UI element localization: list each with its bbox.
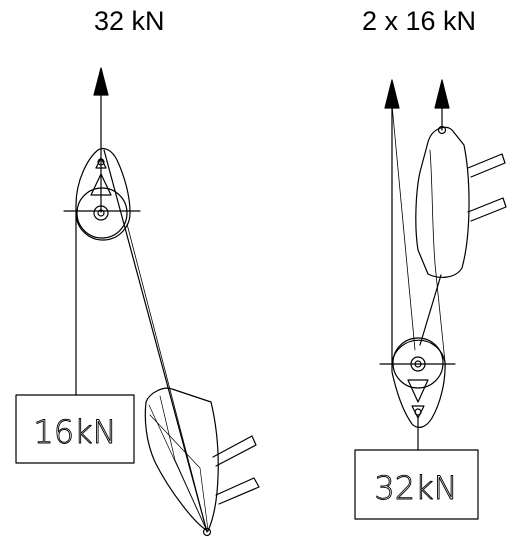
- right-pulley: [379, 337, 456, 428]
- right-load-label: 32kN: [374, 469, 457, 507]
- right-load-box: 32kN: [354, 449, 479, 520]
- left-force-arrow: [93, 67, 109, 213]
- left-pulley: [63, 147, 141, 241]
- right-diagonal-rope-a: [391, 104, 416, 351]
- right-diagram-title: 2 x 16 kN: [362, 6, 477, 36]
- left-diagram: 16kN: [15, 67, 260, 537]
- left-diagram-title: 32 kN: [94, 6, 165, 36]
- right-force-arrow-left: [384, 79, 400, 363]
- right-force-arrow-right: [434, 79, 450, 131]
- left-hoist: [144, 387, 260, 537]
- left-load-label: 16kN: [33, 413, 116, 451]
- right-hoist: [415, 125, 507, 278]
- right-diagonal-rope-b: [419, 274, 442, 346]
- left-load-box: 16kN: [15, 394, 135, 464]
- right-diagram: 32kN: [354, 79, 507, 520]
- left-diagonal-rope: [103, 149, 208, 533]
